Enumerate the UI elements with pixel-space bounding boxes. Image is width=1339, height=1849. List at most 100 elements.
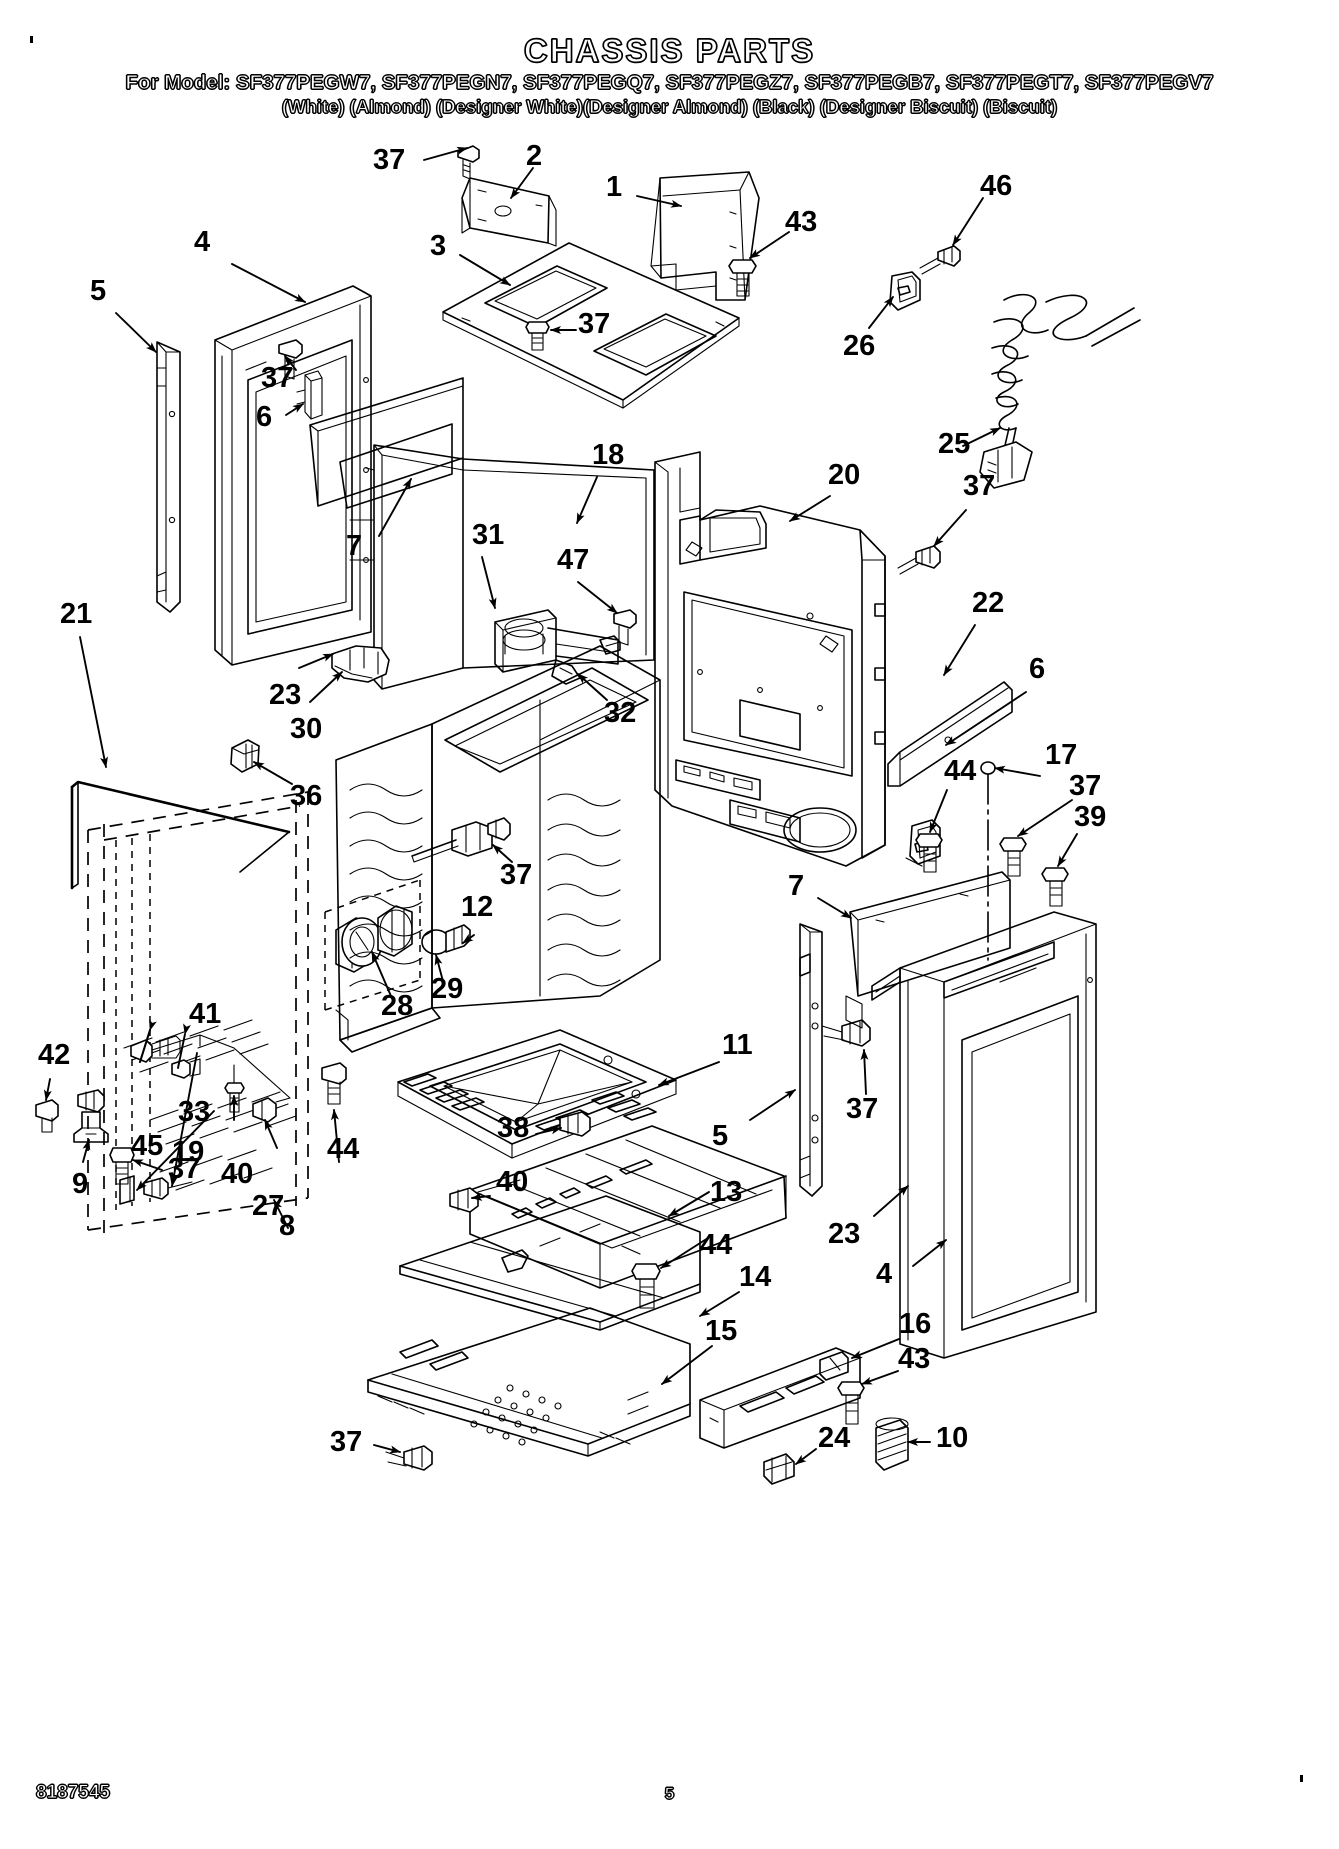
callout-37: 37 bbox=[373, 144, 406, 176]
diagram-header: CHASSIS PARTS For Model: SF377PEGW7, SF3… bbox=[0, 32, 1339, 118]
callout-20: 20 bbox=[828, 459, 861, 491]
part-25-power-cord bbox=[979, 293, 1141, 489]
color-list: (White) (Almond) (Designer White)(Design… bbox=[281, 95, 1058, 117]
callout-7: 7 bbox=[346, 530, 363, 562]
part-45-screw bbox=[130, 1035, 181, 1063]
part-43-screw-bottom bbox=[837, 1381, 865, 1425]
callout-37c: 37 bbox=[261, 362, 294, 394]
callout-4: 4 bbox=[194, 226, 211, 258]
callout-37g: 37 bbox=[168, 1153, 201, 1185]
part-39-screw bbox=[1041, 867, 1069, 907]
callout-8: 8 bbox=[279, 1210, 296, 1242]
part-44-screw-right bbox=[915, 833, 943, 873]
callout-21: 21 bbox=[60, 598, 93, 630]
callout-12: 12 bbox=[461, 891, 494, 923]
registration-mark-bottom-right bbox=[1300, 1775, 1303, 1782]
callout-2: 2 bbox=[526, 140, 543, 172]
callout-19: 19 bbox=[172, 1136, 205, 1168]
part-6-handle-left bbox=[296, 370, 323, 420]
part-6-hinge-right bbox=[905, 819, 941, 867]
part-23-side-strip-right bbox=[799, 923, 823, 1197]
cavity-igniter-bracket bbox=[411, 817, 511, 863]
callout-5: 5 bbox=[90, 275, 107, 307]
part-15-bottom-panel bbox=[367, 1307, 691, 1457]
callout-41: 41 bbox=[189, 998, 222, 1030]
part-10-spring bbox=[875, 1417, 909, 1471]
callout-25: 25 bbox=[938, 428, 971, 460]
callout-4b: 4 bbox=[876, 1258, 893, 1290]
part-14-rack bbox=[399, 1195, 701, 1331]
part-28-knobs bbox=[335, 905, 413, 973]
callout-30: 30 bbox=[290, 713, 323, 745]
callout-43b: 43 bbox=[898, 1343, 931, 1375]
callout-24: 24 bbox=[818, 1422, 851, 1454]
callout-3: 3 bbox=[430, 230, 447, 262]
part-20-rear-panel bbox=[654, 451, 886, 867]
callout-39: 39 bbox=[1074, 801, 1107, 833]
callout-38: 38 bbox=[497, 1112, 530, 1144]
part-5-side-trim-left bbox=[156, 341, 181, 613]
callout-26: 26 bbox=[843, 330, 876, 362]
part-37-screw-strip-right bbox=[821, 1019, 871, 1047]
callout-37d: 37 bbox=[963, 470, 996, 502]
callout-33: 33 bbox=[178, 1096, 211, 1128]
part-27-stud bbox=[252, 1097, 291, 1123]
callout-1: 1 bbox=[606, 171, 623, 203]
model-list: For Model: SF377PEGW7, SF377PEGN7, SF377… bbox=[125, 70, 1214, 94]
callout-40: 40 bbox=[221, 1158, 254, 1190]
callout-18: 18 bbox=[592, 439, 625, 471]
callout-23: 23 bbox=[269, 679, 302, 711]
part-11-grate-frame bbox=[397, 1029, 677, 1159]
part-9-leveling-leg bbox=[73, 1089, 109, 1143]
callout-47: 47 bbox=[557, 544, 590, 576]
leader-lines bbox=[43, 146, 1078, 1465]
callout-31: 31 bbox=[472, 519, 505, 551]
callout-10: 10 bbox=[936, 1422, 969, 1454]
callout-46: 46 bbox=[980, 170, 1013, 202]
part-2-bracket bbox=[461, 177, 557, 247]
callout-7b: 7 bbox=[788, 870, 805, 902]
callout-37h: 37 bbox=[846, 1093, 879, 1125]
footer-document-number: 8187545 bbox=[36, 1782, 111, 1804]
part-7-panel-right bbox=[849, 871, 1011, 997]
part-18-frame-upright bbox=[349, 444, 655, 690]
screw-37-cooktop bbox=[525, 321, 550, 351]
part-17-pin bbox=[980, 761, 996, 961]
part-7-panel-left bbox=[309, 377, 464, 509]
callout-32: 32 bbox=[604, 697, 637, 729]
part-44-screw-tray bbox=[631, 1263, 661, 1309]
part-21-rear-cover bbox=[70, 780, 291, 890]
callout-6: 6 bbox=[256, 401, 273, 433]
callout-13: 13 bbox=[710, 1176, 743, 1208]
callout-37f: 37 bbox=[500, 859, 533, 891]
registration-mark-top-left bbox=[30, 36, 33, 43]
part-19-stud bbox=[171, 1058, 201, 1079]
part-12-29-bulb bbox=[421, 924, 471, 955]
callout-42: 42 bbox=[38, 1039, 71, 1071]
callout-40b: 40 bbox=[496, 1166, 529, 1198]
part-42-screw bbox=[35, 1099, 59, 1133]
part-46-screw bbox=[919, 245, 961, 275]
part-1-rear-panel bbox=[650, 171, 760, 301]
callout-44: 44 bbox=[944, 755, 977, 787]
callout-36: 36 bbox=[290, 780, 323, 812]
callout-37b: 37 bbox=[578, 308, 611, 340]
callout-28: 28 bbox=[381, 990, 414, 1022]
page-title: CHASSIS PARTS bbox=[523, 32, 816, 69]
callout-43: 43 bbox=[785, 206, 818, 238]
callout-44b: 44 bbox=[327, 1133, 360, 1165]
callout-45: 45 bbox=[131, 1130, 164, 1162]
part-24-clip bbox=[763, 1453, 795, 1485]
part-4-door-right bbox=[871, 911, 1097, 1359]
callout-29: 29 bbox=[431, 973, 464, 1005]
callout-44c: 44 bbox=[700, 1229, 733, 1261]
callout-5b: 5 bbox=[712, 1120, 729, 1152]
callout-11: 11 bbox=[722, 1029, 753, 1061]
callout-14: 14 bbox=[739, 1261, 772, 1293]
part-4-door-left bbox=[214, 285, 372, 666]
part-31-47-32-control-assembly bbox=[494, 609, 637, 685]
part-37-screw-bottom bbox=[385, 1445, 433, 1471]
part-7-inner-liner-right bbox=[845, 995, 863, 1029]
part-37-screw-right2 bbox=[999, 837, 1027, 877]
